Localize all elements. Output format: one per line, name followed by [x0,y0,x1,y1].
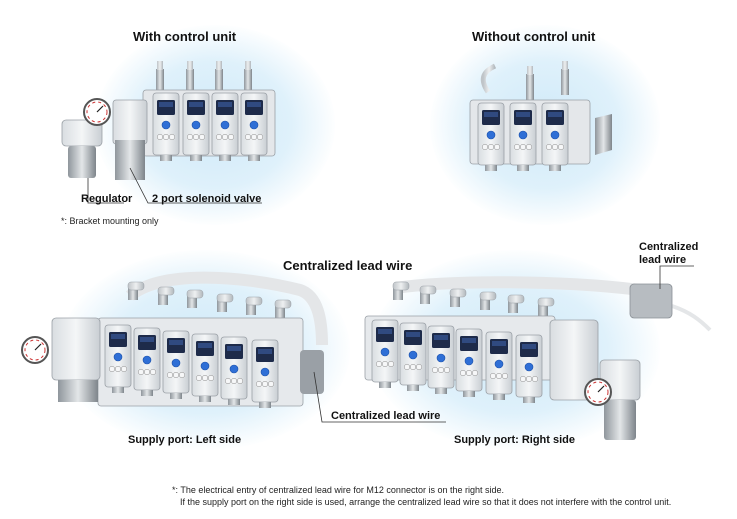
label-solenoid-valve: 2 port solenoid valve [152,193,262,205]
heading-without-control-unit: Without control unit [472,29,596,44]
heading-centralized-lead-wire: Centralized lead wire [283,258,413,273]
heading-with-control-unit: With control unit [133,29,237,44]
label-supply-right: Supply port: Right side [454,434,575,446]
label-supply-left: Supply port: Left side [128,434,242,446]
footnote-line1: *: The electrical entry of centralized l… [172,485,504,495]
label-regulator: Regulator [81,193,133,205]
note-bracket: *: Bracket mounting only [61,216,159,226]
footnote-line2: If the supply port on the right side is … [180,497,672,507]
label-centralized-lead-wire-mid: Centralized lead wire [331,410,441,422]
label-centralized-lead-wire-top: Centralized lead wire [639,241,699,266]
